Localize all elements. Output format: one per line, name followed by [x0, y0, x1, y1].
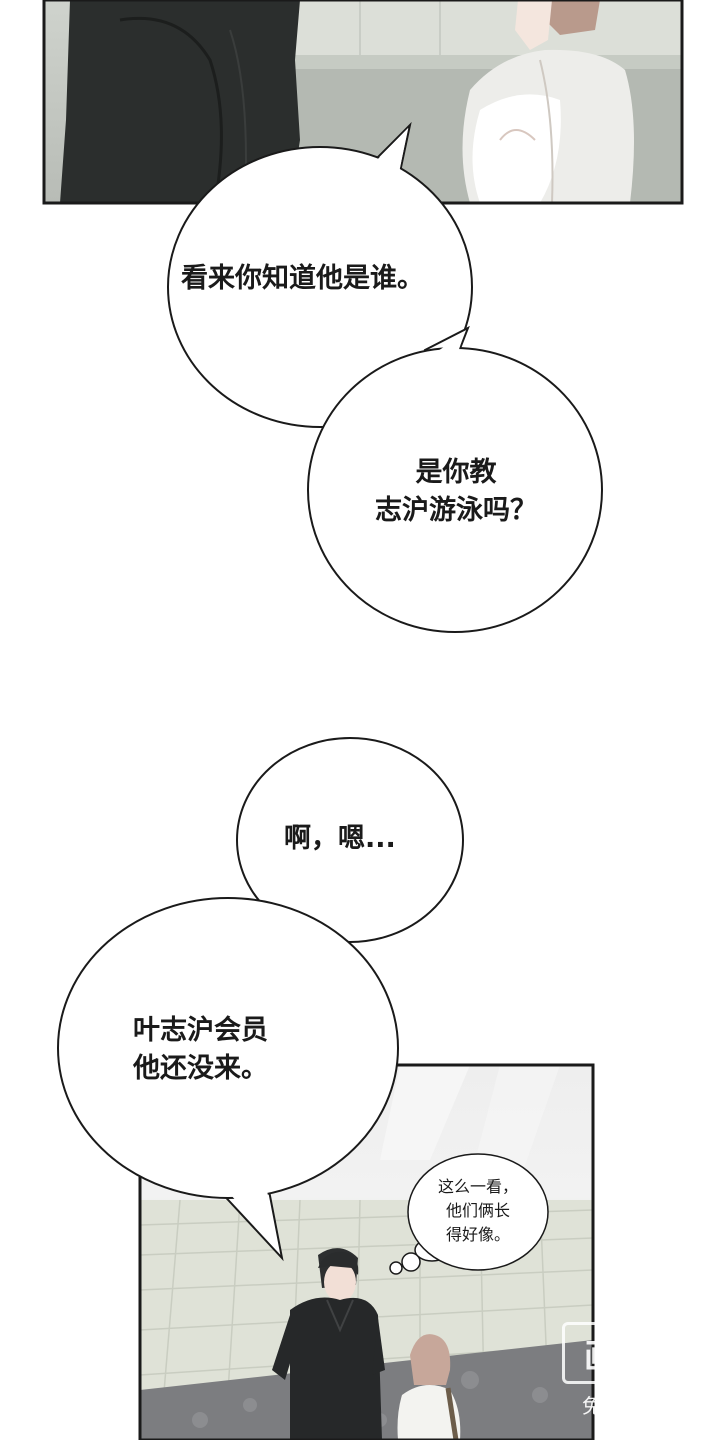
- thought-bubble: [389, 1153, 549, 1275]
- bubble-4-line1: 叶志沪会员: [133, 1015, 268, 1046]
- thought-line2: 他们俩长: [445, 1201, 510, 1220]
- thought-text: 这么一看， 他们俩长 得好像。: [418, 1175, 538, 1247]
- speech-bubble-4: [57, 897, 399, 1262]
- top-panel: [44, 0, 682, 203]
- thought-line1: 这么一看，: [437, 1177, 518, 1196]
- speech-bubble-2: [307, 325, 603, 633]
- bubble-1-text: 看来你知道他是谁。: [181, 263, 424, 294]
- thought-line3: 得好像。: [445, 1225, 510, 1244]
- bubble-2-text: 是你教 志沪游泳吗？: [356, 454, 556, 530]
- bubble-4-line2: 他还没来。: [133, 1053, 268, 1084]
- speech-bubble-1: [167, 121, 473, 428]
- speech-bubble-3: [236, 737, 464, 943]
- bubble-4-text: 叶志沪会员 他还没来。: [133, 1012, 268, 1088]
- bubble-2-line1: 是你教: [415, 457, 497, 488]
- bubble-2-line2: 志沪游泳吗？: [375, 495, 537, 526]
- bubble-3-text: 啊，嗯...: [284, 823, 396, 854]
- watermark-logo: 画涯: [562, 1322, 682, 1384]
- watermark-caption: 免费漫画: [582, 1394, 662, 1418]
